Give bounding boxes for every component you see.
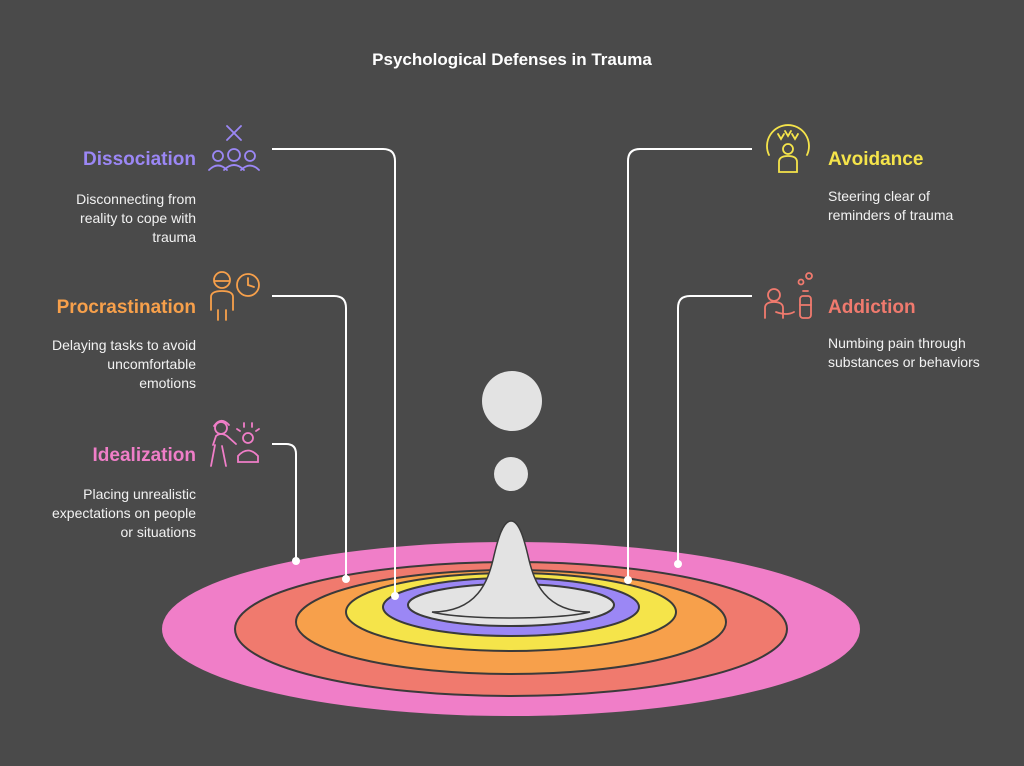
- droplet-small: [494, 457, 528, 491]
- procrastination-description: Delaying tasks to avoid uncomfortable em…: [0, 336, 196, 393]
- idealization-desc-line: expectations on people: [52, 505, 196, 521]
- connector-idealization: [272, 443, 297, 561]
- shielded-person-icon: [766, 124, 810, 173]
- avoidance-desc-line: Steering clear of: [828, 188, 930, 204]
- connector-dot-avoidance: [624, 576, 632, 584]
- group-disconnect-icon: [208, 125, 260, 171]
- avoidance-desc-line: reminders of trauma: [828, 207, 954, 223]
- addiction-desc-line: Numbing pain through: [828, 335, 966, 351]
- connector-avoidance: [627, 148, 752, 580]
- connector-dot-dissociation: [391, 592, 399, 600]
- procrastination-desc-line: uncomfortable: [107, 356, 196, 372]
- addiction-desc-line: substances or behaviors: [828, 354, 980, 370]
- procrastination-desc-line: emotions: [139, 375, 196, 391]
- dissociation-description: Disconnecting from reality to cope with …: [0, 190, 196, 247]
- procrastination-desc-line: Delaying tasks to avoid: [52, 337, 196, 353]
- painter-easel-icon: [210, 419, 260, 467]
- person-clock-icon: [210, 271, 260, 321]
- avoidance-description: Steering clear of reminders of trauma: [828, 187, 1018, 225]
- idealization-description: Placing unrealistic expectations on peop…: [0, 485, 196, 542]
- connector-procrastination: [272, 295, 347, 579]
- addiction-description: Numbing pain through substances or behav…: [828, 334, 1018, 372]
- diagram-title: Psychological Defenses in Trauma: [372, 50, 652, 69]
- dissociation-desc-line: trauma: [152, 229, 196, 245]
- dissociation-desc-line: reality to cope with: [80, 210, 196, 226]
- connector-dot-procrastination: [342, 575, 350, 583]
- splash-peak: [431, 520, 591, 619]
- idealization-desc-line: or situations: [120, 524, 196, 540]
- connector-dot-addiction: [674, 560, 682, 568]
- idealization-title: Idealization: [92, 445, 196, 466]
- person-bottle-icon: [764, 272, 813, 319]
- addiction-title: Addiction: [828, 297, 916, 318]
- avoidance-title: Avoidance: [828, 149, 924, 170]
- dissociation-desc-line: Disconnecting from: [76, 191, 196, 207]
- idealization-desc-line: Placing unrealistic: [83, 486, 196, 502]
- connector-dot-idealization: [292, 557, 300, 565]
- connector-dissociation: [272, 148, 396, 596]
- dissociation-title: Dissociation: [83, 149, 196, 170]
- procrastination-title: Procrastination: [56, 297, 196, 318]
- droplet-large: [482, 371, 542, 431]
- connector-addiction: [677, 295, 752, 564]
